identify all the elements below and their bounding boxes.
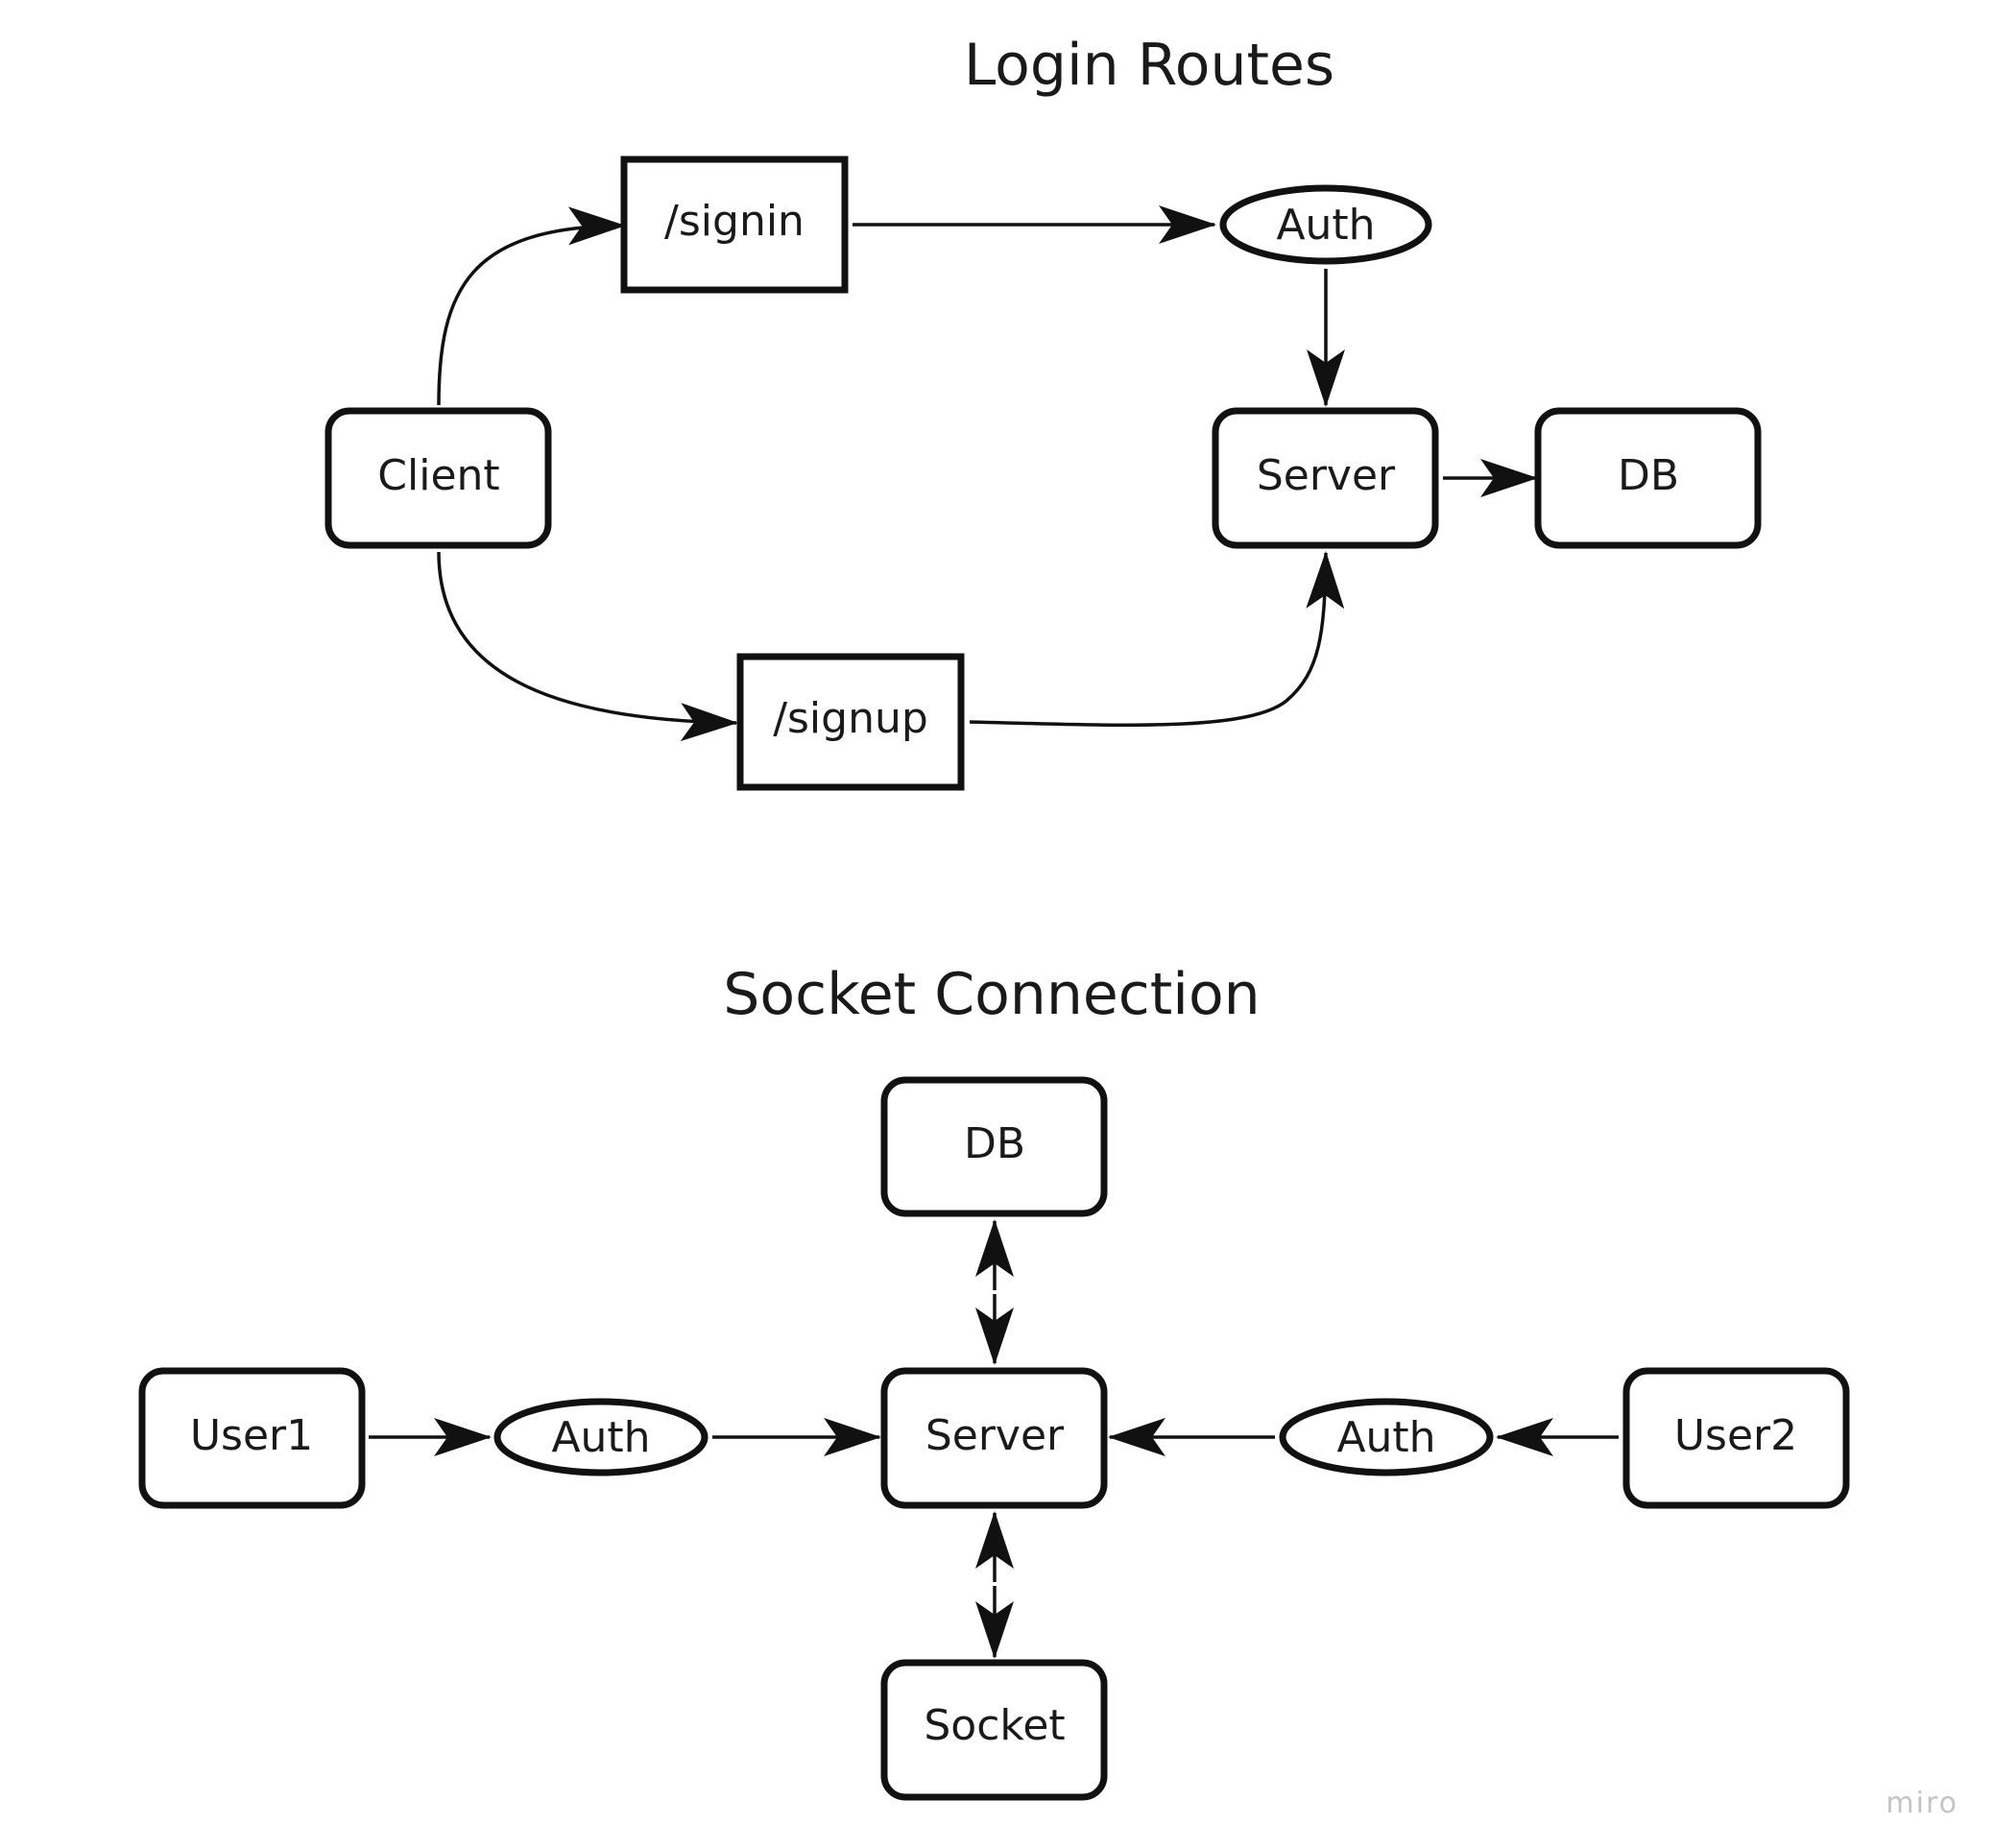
node-server-socket-shape [880,1367,1108,1509]
node-client-label: Client [377,451,499,500]
node-auth-left-shape [493,1398,709,1476]
node-socket: Socket [880,1659,1108,1801]
node-server-login: Server [1212,407,1439,549]
node-socket-label: Socket [924,1701,1065,1750]
node-user1-shape [138,1367,366,1509]
node-signup: /signup [736,653,965,791]
login-routes-title: Login Routes [964,32,1334,99]
socket-connection-title: Socket Connection [723,961,1260,1028]
node-auth-right: Auth [1279,1398,1494,1476]
node-auth-right-shape [1279,1398,1494,1476]
node-socket-shape [880,1659,1108,1801]
node-auth-login-shape [1219,184,1432,265]
node-signin-shape [620,156,849,294]
node-auth-right-label: Auth [1336,1413,1435,1462]
node-auth-left-label: Auth [551,1413,650,1462]
node-db-socket: DB [880,1076,1108,1217]
node-server-socket-label: Server [925,1411,1065,1460]
node-user1: User1 [138,1367,366,1509]
node-user2-label: User2 [1674,1411,1797,1460]
node-user2-shape [1622,1367,1850,1509]
node-db-socket-label: DB [964,1119,1025,1168]
node-user1-label: User1 [190,1411,313,1460]
node-signin: /signin [620,156,849,294]
node-client: Client [324,407,552,549]
node-client-shape [324,407,552,549]
node-server-login-shape [1212,407,1439,549]
edge-signup-to-server [969,551,1345,727]
edge-client-to-signup [437,551,738,742]
node-signup-shape [736,653,965,791]
edge-client-to-signin [437,206,626,406]
node-db-login: DB [1534,407,1762,549]
node-server-socket: Server [880,1367,1108,1509]
node-user2: User2 [1622,1367,1850,1509]
node-db-login-shape [1534,407,1762,549]
node-auth-login: Auth [1219,184,1432,265]
node-auth-login-label: Auth [1276,201,1375,250]
node-auth-left: Auth [493,1398,709,1476]
node-signin-label: /signin [664,197,805,246]
node-db-login-label: DB [1618,451,1679,500]
miro-watermark: miro [1886,1787,1958,1820]
node-signup-label: /signup [773,694,928,743]
node-db-socket-shape [880,1076,1108,1217]
node-server-login-label: Server [1257,451,1396,500]
